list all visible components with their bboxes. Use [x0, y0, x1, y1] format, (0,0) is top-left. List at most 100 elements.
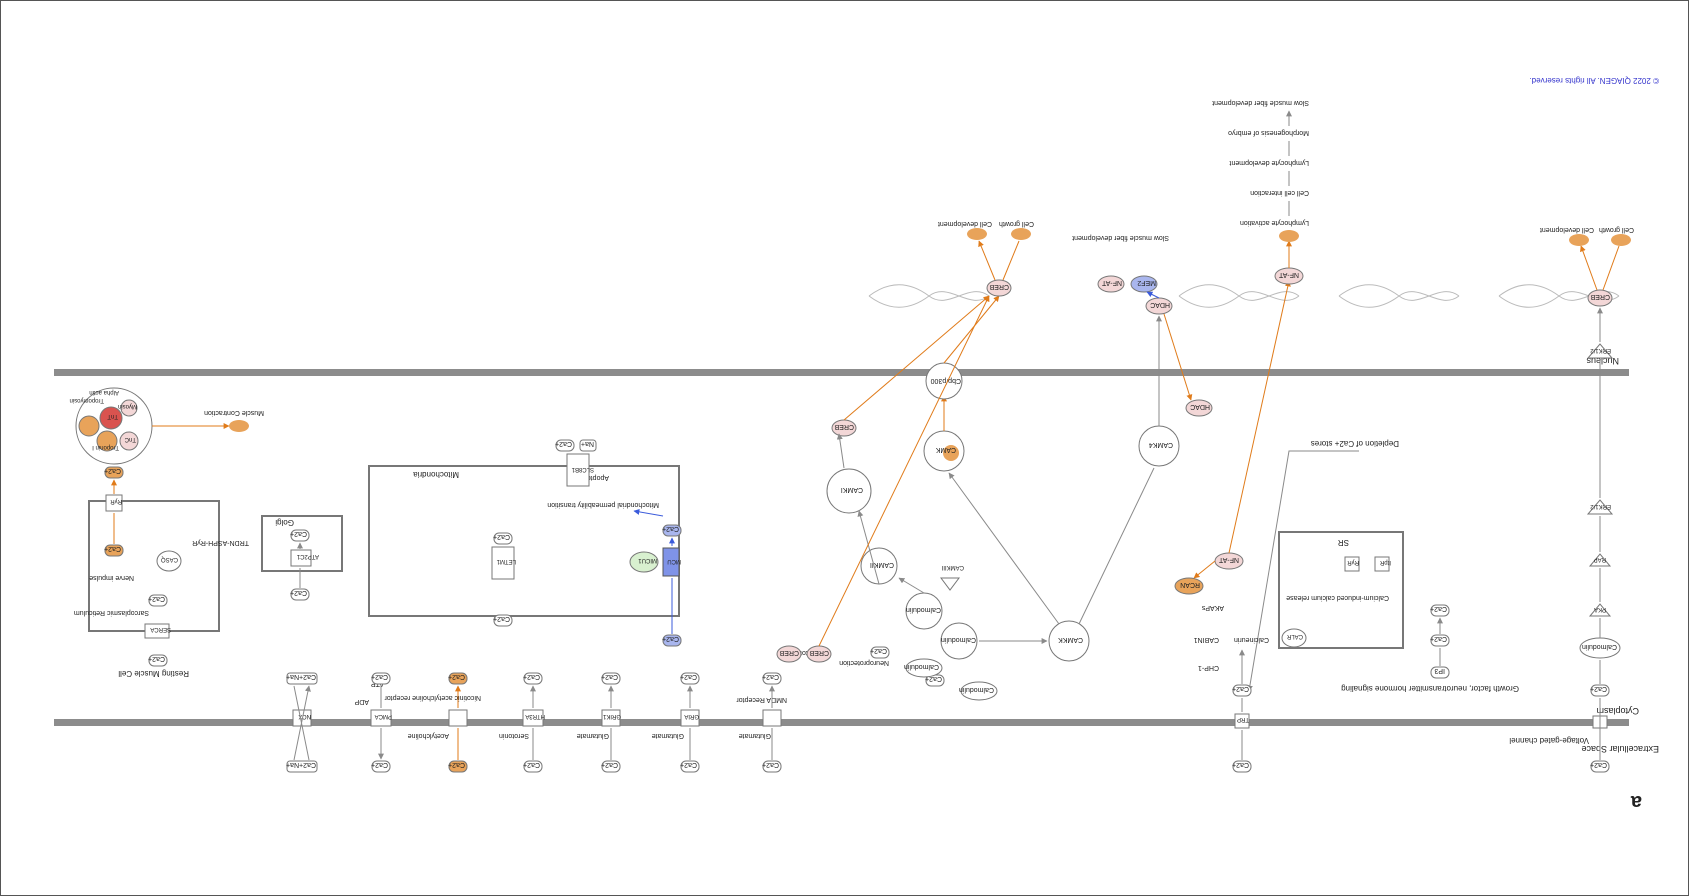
ca-ext-grik	[601, 760, 621, 773]
growth-factor-label: Growth factor, neurotransmitter hormone …	[1341, 684, 1519, 693]
calmodulin-node-5	[905, 658, 943, 678]
ca-cyt-serca-label: Ca2+	[148, 655, 165, 662]
depletion-label: Depletion of Ca2+ stores	[1311, 439, 1399, 448]
lymphocyte-development-label: Lymphocyte development	[1229, 159, 1309, 166]
cell-interaction-label: Cell cell interaction	[1250, 189, 1309, 196]
nfat-node-3	[1097, 275, 1125, 293]
ca-sr-1-label: Ca2+	[1430, 635, 1447, 642]
cell-dev-node-1	[1569, 234, 1589, 246]
depletion-edge	[1246, 450, 1359, 692]
triadin-label: TRDN-ASPH-RyR	[192, 539, 249, 546]
lymphocyte-activation-label: Lymphocyte activation	[1240, 219, 1309, 226]
camk-highlight	[943, 445, 959, 461]
ca-cyt-golgi-label: Ca2+	[290, 589, 307, 596]
nfat-3-label: NF-AT	[1101, 279, 1122, 286]
slc8b1-label: SLC8B1	[571, 466, 594, 472]
ca-ext-grik-label: Ca2+	[601, 761, 618, 768]
gria-receptor	[680, 709, 700, 727]
col1-creb-outputs	[1581, 246, 1620, 291]
nucleus-label: Nucleus	[1586, 356, 1619, 366]
camk-label: CAMK	[935, 446, 956, 453]
ca-cyt-gria-label: Ca2+	[680, 673, 697, 680]
ca-mito-letm-label: Ca2+	[493, 533, 510, 540]
acetylcholine-label: Acetylcholine	[408, 732, 449, 739]
serca-pump	[144, 623, 170, 639]
nerve-impulse-label: Nerve impulse	[89, 574, 134, 581]
calmodulin-2-label: Calmodulin	[941, 636, 976, 643]
calmodulin-node-3	[960, 681, 998, 701]
ryr-label: RyR	[1347, 559, 1359, 565]
nfat-2-label: NF-AT	[1278, 271, 1299, 278]
ca-ext-htr-label: Ca2+	[523, 761, 540, 768]
sr-label: SR	[1338, 538, 1349, 547]
excitotoxicity-creb-edge	[818, 295, 990, 647]
tnt-node	[99, 406, 123, 430]
camkk-complex	[1048, 620, 1090, 662]
ca-ext-gria-label: Ca2+	[680, 761, 697, 768]
htr3a-label: HTR3A	[525, 713, 545, 719]
ca-ext-nmda	[762, 760, 782, 773]
ca-ext-nmda-label: Ca2+	[762, 761, 779, 768]
ca-cyt-golgi	[290, 588, 310, 601]
cam4-to-camkii-edge	[898, 577, 925, 594]
serca-label: SERCA	[150, 626, 171, 632]
mitochondria-compartment	[368, 465, 680, 617]
casq-label: CASQ	[161, 556, 178, 562]
creb3-to-nuclear-edge	[843, 295, 990, 421]
chp1-label: CHP-1	[1198, 664, 1219, 671]
ca-cyt-cam5	[870, 646, 890, 659]
nmda-receptor	[762, 709, 782, 727]
ca-ext-htr	[523, 760, 543, 773]
creb-3-label: CREB	[834, 423, 854, 430]
letm1-label: LETM1	[496, 558, 516, 564]
cell-growth-1-label: Cell growth	[1599, 226, 1634, 233]
ca-sr-ryr	[104, 544, 124, 557]
ncx-label: NCX	[298, 713, 311, 719]
slow-muscle-label: Slow muscle fiber development	[1212, 99, 1309, 106]
tnc-label: TnC	[124, 436, 136, 442]
ca-cyt-cam2-label: Ca2+	[925, 675, 942, 682]
camki-complex	[826, 468, 872, 514]
mitochondria-label: Mitochondria	[413, 470, 459, 479]
na-1-label: Na+	[581, 440, 594, 447]
atp2c1-label: ATP2C1	[296, 553, 319, 559]
hdac-mef2-edge	[1146, 291, 1160, 299]
erk-1-label: ERK1/2	[1590, 503, 1611, 509]
ca-ext-gria	[680, 760, 700, 773]
ca-cyt-ryr-label: Ca2+	[104, 467, 121, 474]
ca-node-slc	[555, 439, 575, 452]
cbp300-label: Cbp/p300	[931, 377, 961, 384]
micu-node	[629, 551, 659, 573]
ca-cyt-trp	[1232, 684, 1252, 697]
calr-node	[1281, 628, 1307, 648]
ryr-muscle-label: RyR	[110, 498, 122, 504]
mcu-label: MCU	[667, 558, 681, 564]
creb-5-label: CREB	[809, 649, 829, 656]
ca-cyt-serca	[148, 654, 168, 667]
ca-sr-1	[1430, 634, 1450, 647]
rotated-figure: a © 2022 QIAGEN. All rights reserved. Ex…	[54, 76, 1659, 813]
htr3a-receptor	[522, 709, 544, 727]
dna-helix-2	[1338, 284, 1460, 308]
ca-slc-label: Ca2+	[555, 440, 572, 447]
creb-1-label: CREB	[1590, 293, 1610, 300]
letm1-node	[491, 546, 515, 580]
camkiii-label: CAMKIII	[941, 564, 964, 570]
glutamate-label-3: Glutamate	[577, 732, 609, 739]
dna-helix-3	[1178, 284, 1300, 308]
morphogenesis-label: Morphogenesis of embryo	[1228, 129, 1309, 136]
camki-to-creb-edge	[836, 433, 845, 469]
voltage-gated-label: Voltage-gated channel	[1509, 736, 1589, 745]
glutamate-label-2: Glutamate	[652, 732, 684, 739]
micu-label: MICU1	[638, 557, 657, 563]
ca-cyt-trp-label: Ca2+	[1232, 685, 1249, 692]
alpha-actin-label: Alpha actin	[89, 389, 119, 395]
plasma-membrane	[54, 719, 1629, 726]
dna-helix-4	[868, 284, 990, 308]
calcium-release-label: Calcium-induced calcium release	[1286, 594, 1389, 601]
calcineurin-label: Calcineurin	[1234, 636, 1269, 643]
creb-4-label: CREB	[779, 649, 799, 656]
atp2c1-node	[290, 549, 312, 567]
